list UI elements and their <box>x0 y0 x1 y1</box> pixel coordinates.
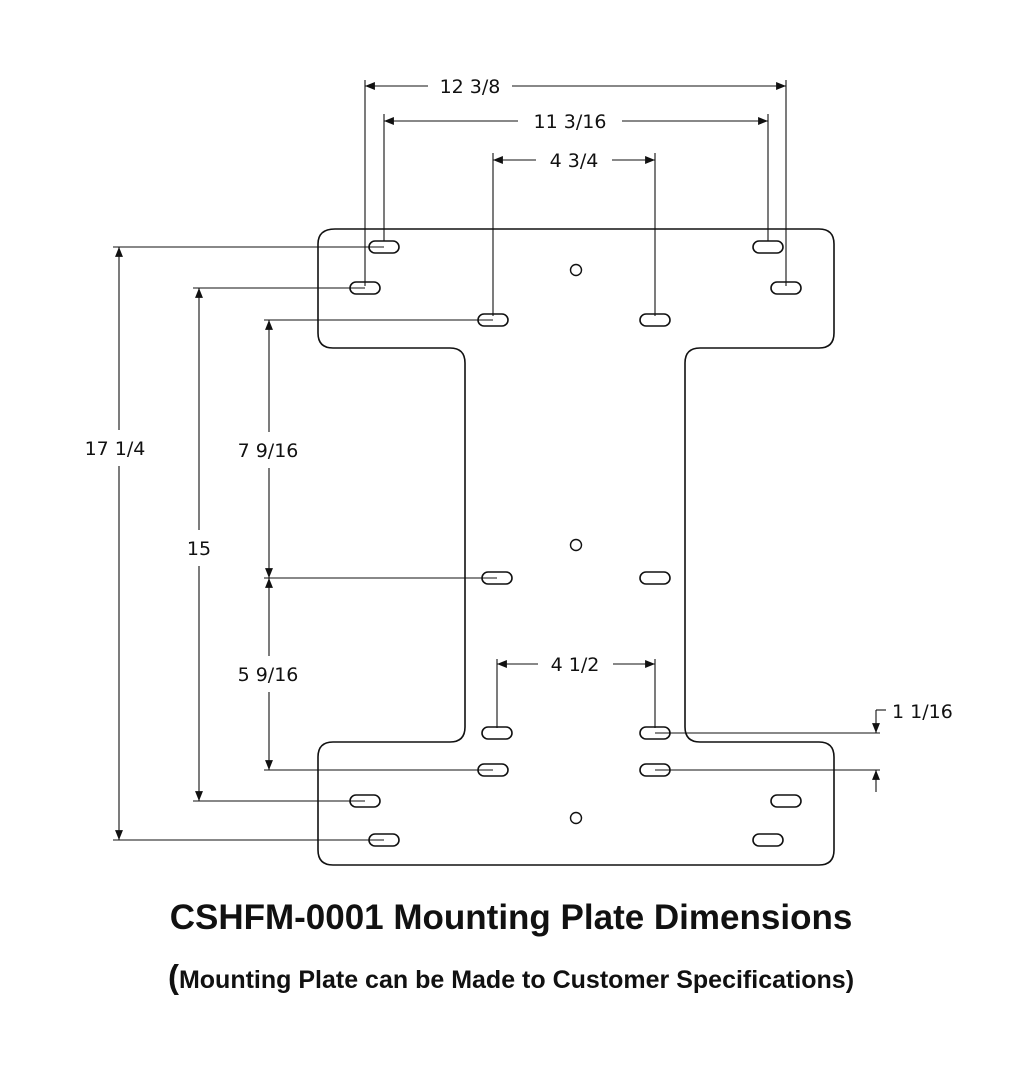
mounting-slot <box>639 571 671 585</box>
dim-label-overall-width: 12 3/8 <box>440 76 501 98</box>
center-hole-bottom <box>569 811 583 825</box>
slot-group <box>349 240 802 847</box>
dim-label-lower-inner-vertical: 5 9/16 <box>238 664 299 686</box>
center-hole-middle <box>569 538 583 552</box>
dim-label-upper-inner-vertical: 7 9/16 <box>238 440 299 462</box>
page-subtitle: (Mounting Plate can be Made to Customer … <box>0 958 1022 996</box>
subtitle-open-paren: ( <box>167 958 179 995</box>
mounting-plate-drawing: 12 3/8 11 3/16 4 3/4 4 1/2 17 1/4 15 7 9… <box>85 76 953 866</box>
dim-label-overall-height: 17 1/4 <box>85 438 146 460</box>
mounting-slot <box>481 726 513 740</box>
center-hole-top <box>569 263 583 277</box>
subtitle-text: Mounting Plate can be Made to Customer S… <box>178 966 855 994</box>
dimension-lines <box>115 82 886 840</box>
dim-label-top-inner-slot-spacing: 4 3/4 <box>550 150 599 172</box>
mounting-slot <box>770 794 802 808</box>
dim-label-bottom-inner-slot-spacing: 4 1/2 <box>551 654 600 676</box>
dim-label-slot-offset: 1 1/16 <box>892 701 953 723</box>
page-title: CSHFM-0001 Mounting Plate Dimensions <box>169 898 853 937</box>
mounting-slot <box>752 833 784 847</box>
dim-label-outer-slot-spacing: 11 3/16 <box>534 111 607 133</box>
mounting-slot <box>752 240 784 254</box>
dim-label-outer-vertical-spacing: 15 <box>187 538 211 560</box>
extension-lines <box>113 80 880 841</box>
plate-outline <box>317 228 835 866</box>
